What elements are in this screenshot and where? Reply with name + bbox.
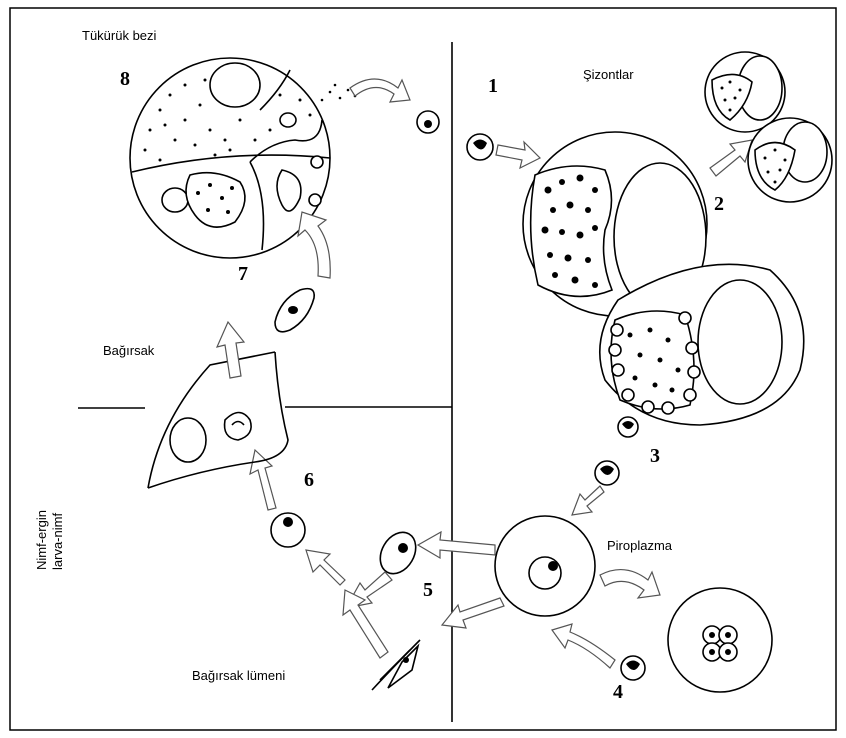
stage-number-1: 1 bbox=[488, 75, 498, 97]
arrow-to-kinete bbox=[217, 322, 244, 378]
sporozoite-cell bbox=[417, 111, 439, 133]
arrow-to-zygote bbox=[306, 550, 345, 585]
infected-cell-entry bbox=[467, 134, 493, 160]
stage-number-7: 7 bbox=[238, 263, 248, 285]
ray-body-gamete bbox=[373, 526, 423, 580]
schizonts-label: Şizontlar bbox=[583, 67, 634, 82]
arrow-lumen-to-zygote bbox=[343, 590, 388, 658]
released-sporozoites bbox=[321, 84, 357, 102]
gut-lumen-label: Bağırsak lümeni bbox=[192, 668, 285, 683]
arrow-reinfection bbox=[552, 624, 615, 668]
stage4-merozoite bbox=[621, 656, 645, 680]
salivary-gland-cell bbox=[130, 58, 356, 258]
kinete-cell bbox=[275, 289, 314, 332]
gut-label: Bağırsak bbox=[103, 343, 155, 358]
stage-number-8: 8 bbox=[120, 68, 130, 90]
piroplasm-label: Piroplazma bbox=[607, 538, 673, 553]
arrow-to-gut-cell bbox=[250, 450, 276, 510]
host-stage-line1: Nimf-ergin bbox=[34, 510, 49, 570]
schizont-daughter-cell-bottom bbox=[748, 118, 832, 202]
merozoite-entering-rbc bbox=[595, 461, 619, 485]
dividing-piroplasm-cell bbox=[668, 588, 772, 692]
arrow-to-dividing-piroplasm bbox=[600, 570, 660, 598]
arrow-to-schizont bbox=[496, 142, 540, 168]
stage-number-5: 5 bbox=[423, 579, 433, 601]
arrow-to-merozoite-cells bbox=[710, 140, 752, 176]
arrow-to-gametocyte bbox=[418, 532, 495, 558]
schizont-daughter-cell-top bbox=[705, 52, 785, 132]
arrow-to-salivary-gland bbox=[298, 212, 330, 278]
stage-number-3: 3 bbox=[650, 445, 660, 467]
host-stage-line2: larva-nimf bbox=[50, 513, 65, 570]
infected-red-blood-cell bbox=[495, 516, 595, 616]
stage-number-4: 4 bbox=[613, 681, 623, 703]
stage-number-6: 6 bbox=[304, 469, 314, 491]
released-merozoite bbox=[618, 417, 638, 437]
arrow-to-rbc bbox=[572, 486, 604, 515]
arrow-gland-to-sporozoite bbox=[350, 79, 410, 102]
zygote-cell bbox=[271, 513, 305, 547]
stage-number-2: 2 bbox=[714, 193, 724, 215]
salivary-gland-label: Tükürük bezi bbox=[82, 28, 157, 43]
host-stage-label: Nimf-ergin larva-nimf bbox=[34, 510, 65, 570]
